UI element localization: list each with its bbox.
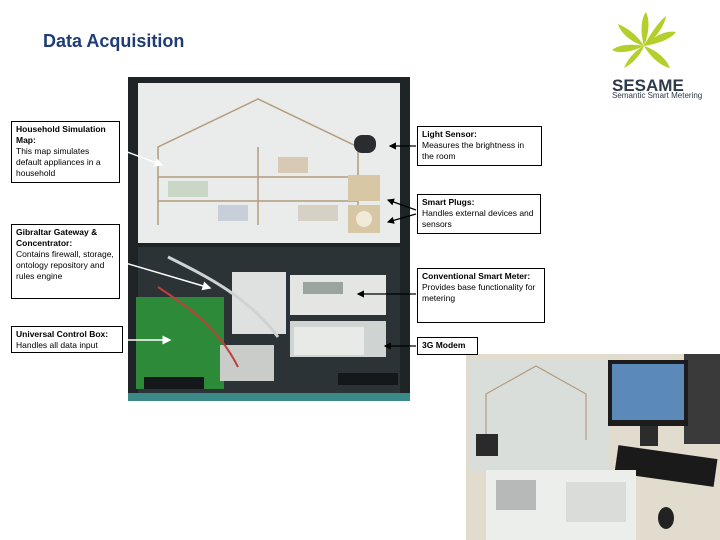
- callout-light-heading: Light Sensor:: [422, 129, 477, 139]
- logo-name: SESAME: [612, 76, 684, 95]
- callout-household: Household Simulation Map: This map simul…: [11, 121, 120, 183]
- callout-modem: 3G Modem: [417, 337, 478, 355]
- callout-control-body: Handles all data input: [16, 340, 98, 350]
- logo-flower-icon: [612, 12, 676, 68]
- callout-modem-heading: 3G Modem: [422, 340, 466, 350]
- callout-meter-heading: Conventional Smart Meter:: [422, 271, 531, 281]
- slide-title: Data Acquisition: [43, 31, 185, 51]
- callout-household-heading: Household Simulation Map:: [16, 124, 106, 145]
- callout-gateway-body: Contains firewall, storage, ontology rep…: [16, 249, 114, 281]
- suitcase-photo: [128, 77, 410, 401]
- callout-household-body: This map simulates default appliances in…: [16, 146, 101, 178]
- callout-control-heading: Universal Control Box:: [16, 329, 109, 339]
- callout-control: Universal Control Box: Handles all data …: [11, 326, 123, 353]
- callout-meter: Conventional Smart Meter: Provides base …: [417, 268, 545, 323]
- callout-light-body: Measures the brightness in the room: [422, 140, 525, 161]
- sesame-logo: [612, 12, 676, 68]
- setup-photo: [466, 354, 720, 540]
- callout-gateway: Gibraltar Gateway & Concentrator: Contai…: [11, 224, 120, 299]
- callout-meter-body: Provides base functionality for metering: [422, 282, 536, 303]
- household-map-image: [157, 98, 359, 225]
- callout-gateway-heading: Gibraltar Gateway & Concentrator:: [16, 227, 98, 248]
- callout-plugs: Smart Plugs: Handles external devices an…: [417, 194, 541, 234]
- logo-tagline: Semantic Smart Metering: [612, 91, 703, 100]
- callout-light: Light Sensor: Measures the brightness in…: [417, 126, 542, 166]
- callout-plugs-body: Handles external devices and sensors: [422, 208, 534, 229]
- callout-plugs-heading: Smart Plugs:: [422, 197, 475, 207]
